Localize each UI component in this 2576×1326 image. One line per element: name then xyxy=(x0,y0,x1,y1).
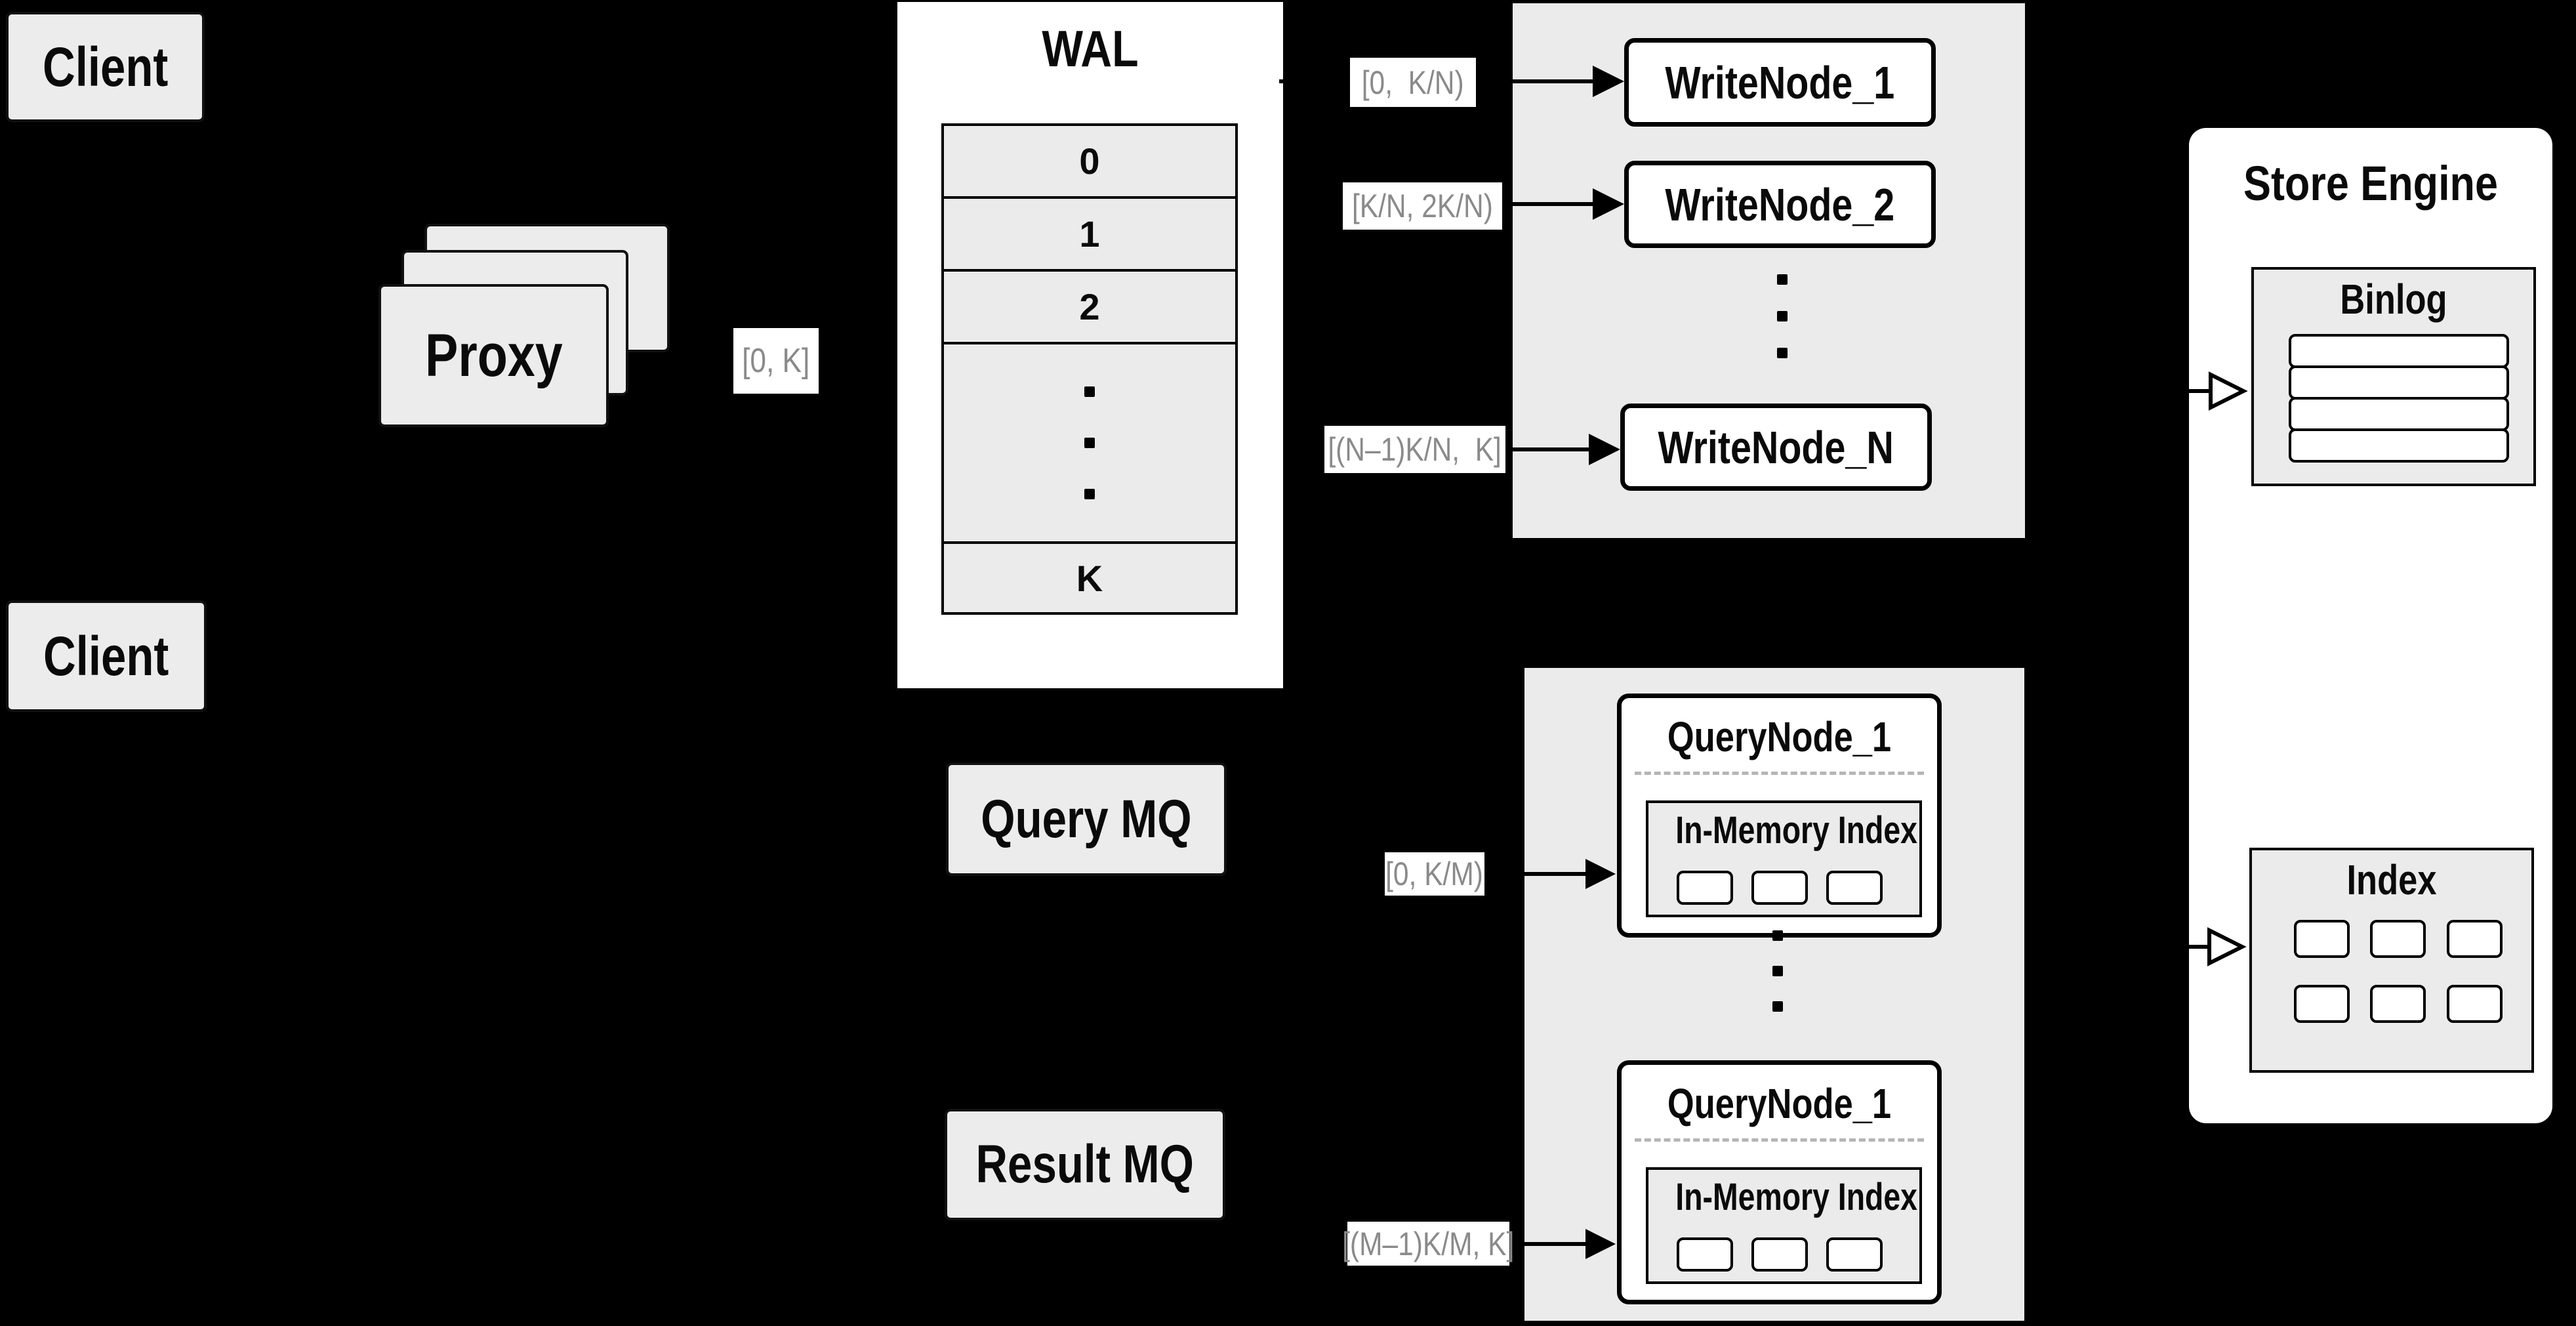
range-label-querynode-2-text: [(M–1)K/M, K] xyxy=(1342,1225,1515,1262)
result-mq-label: Result MQ xyxy=(975,1134,1195,1194)
range-label-writenode-2: [K/N, 2K/N) xyxy=(1343,182,1502,230)
write-node-1: WriteNode_1 xyxy=(1624,38,1936,127)
index-cell xyxy=(2294,920,2350,958)
range-label-querynode-1-text: [0, K/M) xyxy=(1385,856,1484,892)
memory-segment-cell xyxy=(1826,1237,1883,1272)
write-node-n: WriteNode_N xyxy=(1620,404,1932,491)
wal-row-1: 1 xyxy=(941,196,1238,272)
store-engine-title: Store Engine xyxy=(2243,156,2498,211)
binlog-row xyxy=(2289,397,2509,431)
query-node-panel: QueryNode_1 In-Memory Index QueryNode_1 … xyxy=(1524,668,2024,1321)
index-cell xyxy=(2447,985,2503,1023)
wal-row-k: K xyxy=(941,541,1238,615)
wal-ellipsis-dots xyxy=(1084,386,1095,499)
index-cell xyxy=(2370,920,2426,958)
in-memory-index-2: In-Memory Index xyxy=(1646,1167,1922,1284)
query-node-2: QueryNode_1 In-Memory Index xyxy=(1617,1060,1942,1304)
wal-segment-table: 0 1 2 K xyxy=(941,123,1238,615)
query-node-ellipsis-dots xyxy=(1765,930,1791,1012)
index-title: Index xyxy=(2346,856,2437,903)
wal-row-0: 0 xyxy=(941,123,1238,199)
binlog-row xyxy=(2289,365,2509,400)
query-node-2-divider xyxy=(1635,1138,1924,1142)
range-label-writenode-1-text: [0, K/N) xyxy=(1362,64,1464,101)
in-memory-index-2-title: In-Memory Index xyxy=(1675,1176,1917,1218)
proxy-label: Proxy xyxy=(424,321,563,389)
index-cell xyxy=(2447,920,2503,958)
index-cell xyxy=(2294,985,2350,1023)
range-label-writenode-n-text: [(N–1)K/N, K] xyxy=(1328,431,1502,468)
memory-segment-cell xyxy=(1826,871,1883,905)
query-mq-label: Query MQ xyxy=(981,789,1192,849)
query-mq-node: Query MQ xyxy=(946,762,1227,876)
write-node-n-label: WriteNode_N xyxy=(1658,421,1894,473)
result-mq-node: Result MQ xyxy=(945,1109,1225,1220)
range-label-proxy-wal: [0, K] xyxy=(733,328,819,394)
binlog-row xyxy=(2289,428,2509,463)
binlog-title: Binlog xyxy=(2340,276,2447,323)
binlog-box: Binlog xyxy=(2251,267,2536,486)
memory-segment-cell xyxy=(1751,871,1808,905)
write-node-ellipsis-dots xyxy=(1769,274,1795,358)
query-node-1-divider xyxy=(1635,772,1924,775)
range-label-querynode-1: [0, K/M) xyxy=(1385,852,1484,896)
write-node-2: WriteNode_2 xyxy=(1624,161,1936,248)
in-memory-index-1: In-Memory Index xyxy=(1646,800,1922,917)
wal-container: WAL 0 1 2 K xyxy=(897,2,1283,688)
wal-title: WAL xyxy=(1042,20,1139,77)
range-label-writenode-2-text: [K/N, 2K/N) xyxy=(1352,188,1493,224)
in-memory-index-1-title: In-Memory Index xyxy=(1675,809,1917,852)
range-label-writenode-n: [(N–1)K/N, K] xyxy=(1324,426,1505,473)
range-label-proxy-wal-text: [0, K] xyxy=(742,342,810,380)
store-engine: Store Engine Binlog Index xyxy=(2189,128,2552,1123)
range-label-querynode-2: [(M–1)K/M, K] xyxy=(1342,1222,1515,1266)
write-node-2-label: WriteNode_2 xyxy=(1665,178,1895,230)
client-bottom-node: Client xyxy=(6,600,207,712)
client-top-node: Client xyxy=(6,12,205,122)
query-node-1-title: QueryNode_1 xyxy=(1667,713,1892,760)
wal-row-2: 2 xyxy=(941,269,1238,344)
binlog-row xyxy=(2289,334,2509,368)
proxy-node: Proxy xyxy=(378,284,609,427)
query-node-2-title: QueryNode_1 xyxy=(1667,1080,1892,1127)
memory-segment-cell xyxy=(1677,871,1733,905)
write-node-1-label: WriteNode_1 xyxy=(1665,56,1895,108)
index-cell xyxy=(2370,985,2426,1023)
binlog-rows xyxy=(2289,334,2509,463)
query-node-1: QueryNode_1 In-Memory Index xyxy=(1617,694,1942,938)
index-box: Index xyxy=(2249,848,2534,1073)
wal-row-ellipsis xyxy=(941,342,1238,544)
memory-segment-cell xyxy=(1677,1237,1733,1272)
range-label-writenode-1: [0, K/N) xyxy=(1350,58,1476,107)
memory-segment-cell xyxy=(1751,1237,1808,1272)
client-bottom-label: Client xyxy=(43,625,169,687)
client-top-label: Client xyxy=(42,35,169,98)
